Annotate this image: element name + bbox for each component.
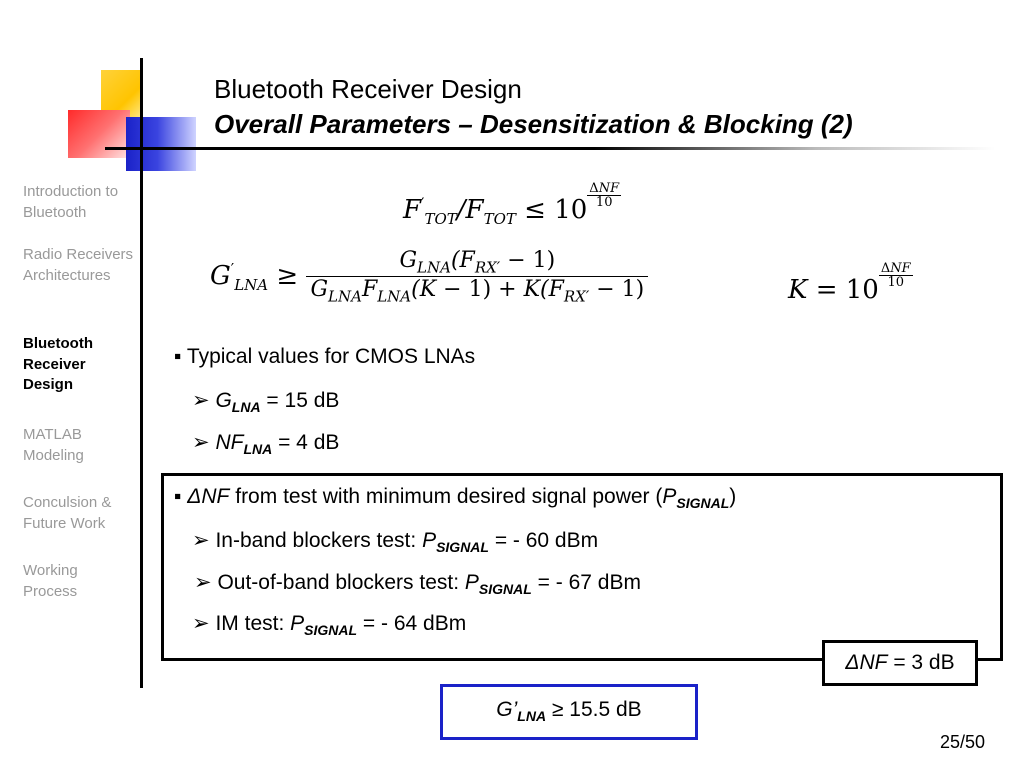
arrow-bullet-icon: ➢ (194, 571, 212, 594)
out-of-band-item: ➢ Out-of-band blockers test: PSIGNAL = -… (194, 571, 641, 598)
im-test-item: ➢ IM test: PSIGNAL = - 64 dBm (192, 612, 467, 639)
sidebar-item-conclusion[interactable]: Conculsion & Future Work (23, 494, 112, 532)
arrow-bullet-icon: ➢ (192, 529, 210, 552)
page-number: 25/50 (940, 732, 986, 752)
delta-nf-heading: ▪ ΔNF from test with minimum desired sig… (174, 485, 737, 512)
sidebar-item-bluetooth-receiver[interactable]: Bluetooth Receiver Design (23, 335, 93, 393)
logo-blue-block (126, 117, 196, 171)
square-bullet-icon: ▪ (174, 485, 182, 508)
g-symbol: G (215, 389, 232, 412)
vertical-divider (140, 58, 143, 688)
g-lna-item: ➢ GLNA = 15 dB (192, 388, 339, 415)
logo-red-block (68, 110, 130, 158)
arrow-bullet-icon: ➢ (192, 389, 210, 412)
slide-subtitle: Overall Parameters – Desensitization & B… (214, 109, 853, 139)
sidebar-item-working-process[interactable]: Working Process (23, 562, 78, 600)
g-lna-result: G’LNA ≥ 15.5 dB (440, 684, 698, 740)
arrow-bullet-icon: ➢ (192, 612, 210, 635)
nf-sub: LNA (243, 441, 273, 458)
g-sub: LNA (231, 399, 261, 416)
typical-values-bullet: ▪ Typical values for CMOS LNAs (174, 345, 475, 369)
sidebar-item-introduction[interactable]: Introduction to Bluetooth (23, 183, 119, 221)
typical-values-heading: Typical values for CMOS LNAs (186, 345, 476, 368)
sidebar-item-radio-receivers[interactable]: Radio Receivers Architectures (23, 246, 134, 284)
delta-nf-result: ΔNF = 3 dB (822, 640, 978, 686)
nf-symbol: NF (215, 431, 244, 454)
sidebar-item-matlab[interactable]: MATLAB Modeling (23, 426, 84, 464)
header-rule (105, 147, 995, 150)
arrow-bullet-icon: ➢ (192, 431, 210, 454)
nf-lna-item: ➢ NFLNA = 4 dB (192, 430, 339, 457)
delta-nf-box (161, 473, 1003, 661)
nf-lna-value: = 4 dB (278, 431, 340, 454)
slide-title: Bluetooth Receiver Design (214, 74, 522, 104)
in-band-item: ➢ In-band blockers test: PSIGNAL = - 60 … (192, 529, 599, 556)
g-lna-value: = 15 dB (266, 389, 340, 412)
equation-g-lna: G′LNA ≥ GLNA(FRX′ − 1) GLNAFLNA(K − 1) +… (210, 248, 649, 306)
square-bullet-icon: ▪ (174, 345, 182, 368)
